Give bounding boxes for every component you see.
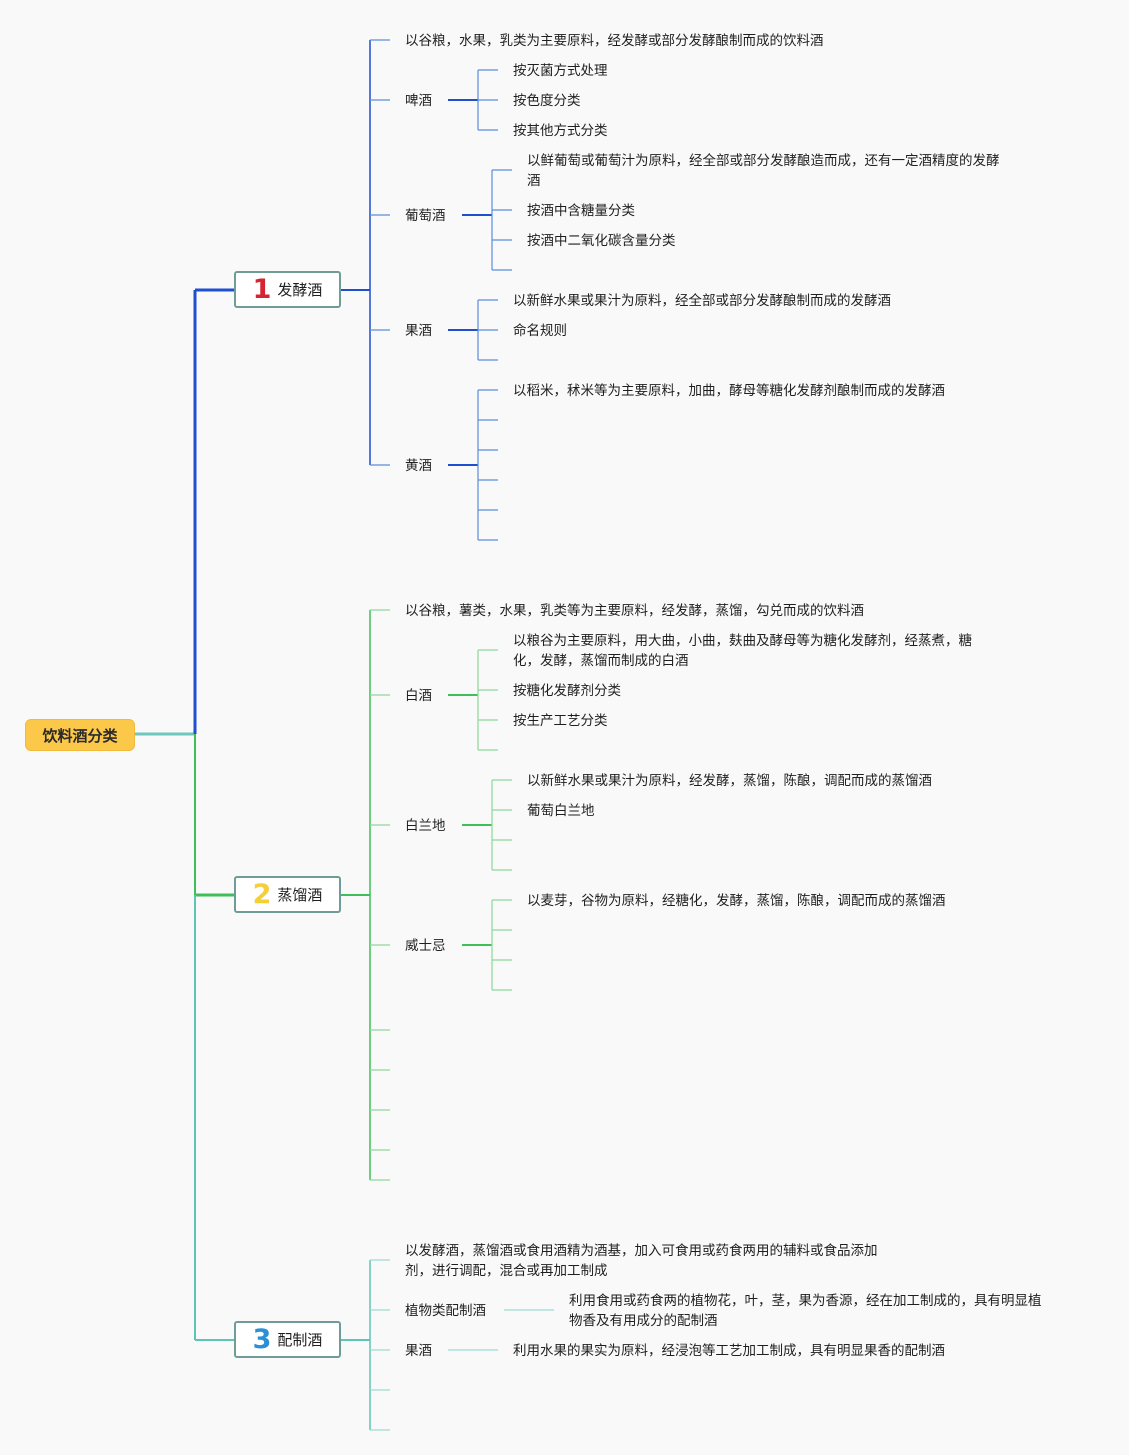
category-node-fermented[interactable]: 1 发酵酒 <box>234 271 341 308</box>
category-description: 以谷粮，水果，乳类为主要原料，经发酵或部分发酵酿制而成的饮料酒 <box>405 33 824 49</box>
item-detail: 以鲜葡萄或葡萄汁为原料，经全部或部分发酵酿造而成，还有一定酒精度的发酵酒 <box>527 153 1000 189</box>
item-detail: 按酒中二氧化碳含量分类 <box>527 233 676 249</box>
item-detail: 以麦芽，谷物为原料，经糖化，发酵，蒸馏，陈酿，调配而成的蒸馏酒 <box>527 893 946 909</box>
item-detail: 以新鲜水果或果汁为原料，经全部或部分发酵酿制而成的发酵酒 <box>513 293 891 309</box>
category-description: 以谷粮，薯类，水果，乳类等为主要原料，经发酵，蒸馏，勾兑而成的饮料酒 <box>405 603 864 619</box>
item-wine[interactable]: 葡萄酒 <box>405 208 446 224</box>
item-detail: 按酒中含糖量分类 <box>527 203 635 219</box>
item-fruit-wine[interactable]: 果酒 <box>405 323 432 339</box>
item-detail: 按色度分类 <box>513 93 581 109</box>
item-detail: 按糖化发酵剂分类 <box>513 683 621 699</box>
root-node[interactable]: 饮料酒分类 <box>25 719 135 751</box>
item-baijiu[interactable]: 白酒 <box>405 688 432 704</box>
item-detail: 葡萄白兰地 <box>527 803 595 819</box>
category-description: 以发酵酒，蒸馏酒或食用酒精为酒基，加入可食用或药食两用的辅料或食品添加剂，进行调… <box>405 1243 878 1279</box>
item-detail: 以新鲜水果或果汁为原料，经发酵，蒸馏，陈酿，调配而成的蒸馏酒 <box>527 773 932 789</box>
item-beer[interactable]: 啤酒 <box>405 93 432 109</box>
item-detail: 按生产工艺分类 <box>513 713 608 729</box>
item-detail: 命名规则 <box>513 323 567 339</box>
item-fruit-liqueur[interactable]: 果酒 <box>405 1343 432 1359</box>
root-label: 饮料酒分类 <box>42 726 118 745</box>
item-whisky[interactable]: 威士忌 <box>405 938 446 954</box>
item-yellow-wine[interactable]: 黄酒 <box>405 458 432 474</box>
item-detail: 按灭菌方式处理 <box>513 63 608 79</box>
number-badge-2: 2 <box>252 878 272 910</box>
category-label: 配制酒 <box>277 1331 323 1349</box>
item-brandy[interactable]: 白兰地 <box>405 818 446 834</box>
item-detail: 按其他方式分类 <box>513 123 608 139</box>
number-badge-3: 3 <box>252 1323 272 1355</box>
category-node-distilled[interactable]: 2 蒸馏酒 <box>234 876 341 913</box>
number-badge-1: 1 <box>252 273 272 305</box>
item-detail: 利用食用或药食两的植物花，叶，茎，果为香源，经在加工制成的，具有明显植物香及有用… <box>569 1293 1042 1329</box>
item-detail: 利用水果的果实为原料，经浸泡等工艺加工制成，具有明显果香的配制酒 <box>513 1343 945 1359</box>
category-label: 发酵酒 <box>277 281 323 299</box>
item-detail: 以粮谷为主要原料，用大曲，小曲，麸曲及酵母等为糖化发酵剂，经蒸煮，糖化，发酵，蒸… <box>513 633 972 669</box>
category-label: 蒸馏酒 <box>277 886 323 904</box>
category-node-blended[interactable]: 3 配制酒 <box>234 1321 341 1358</box>
item-detail: 以稻米，秫米等为主要原料，加曲，酵母等糖化发酵剂酿制而成的发酵酒 <box>513 383 945 399</box>
item-herbal-liqueur[interactable]: 植物类配制酒 <box>405 1303 486 1319</box>
